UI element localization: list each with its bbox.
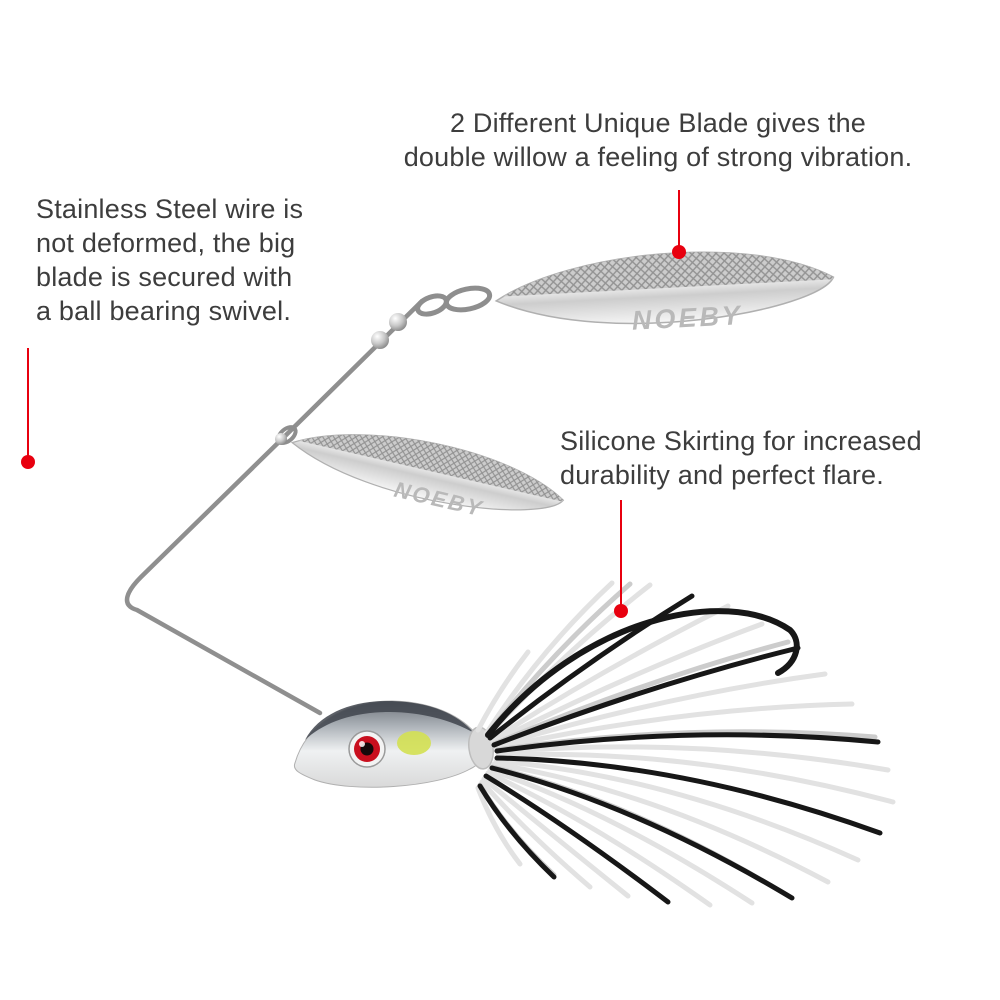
jig-head	[293, 700, 484, 788]
blade-annotation: 2 Different Unique Blade gives the doubl…	[368, 106, 948, 174]
stainless-wire	[124, 298, 425, 716]
skirt-annotation: Silicone Skirting for increased durabili…	[560, 424, 970, 492]
wire-annotation-line-1: Stainless Steel wire is	[36, 194, 304, 224]
skirt-black-strands	[477, 593, 883, 905]
wire-bead-small	[275, 433, 287, 445]
wire-annotation: Stainless Steel wire is not deformed, th…	[36, 192, 356, 328]
wire-pointer-dot	[21, 455, 35, 469]
upper-blade: NOEBY	[493, 244, 837, 336]
upper-blade-brand-text: NOEBY	[631, 300, 743, 336]
ball-bearing-swivel-ring-2	[415, 293, 449, 317]
blade-pointer-dot	[672, 245, 686, 259]
wire-annotation-line-3: blade is secured with	[36, 262, 293, 292]
head-chartreuse-spot	[397, 731, 431, 755]
skirt-annotation-line-2: durability and perfect flare.	[560, 460, 884, 490]
wire-bead-2	[371, 331, 389, 349]
skirt-white-strands	[475, 580, 896, 908]
blade-pointer-line	[678, 190, 680, 248]
blade-annotation-line-2: double willow a feeling of strong vibrat…	[403, 142, 913, 172]
wire-bead-1	[389, 313, 407, 331]
ball-bearing-swivel-ring-1	[443, 285, 493, 313]
skirt-pointer-line	[620, 500, 622, 606]
skirt-annotation-line-1: Silicone Skirting for increased	[560, 426, 922, 456]
wire-pointer-line	[27, 348, 29, 456]
blade-annotation-line-1: 2 Different Unique Blade gives the	[449, 108, 867, 138]
lower-blade: NOEBY	[285, 411, 570, 530]
eye-highlight	[359, 741, 365, 747]
head-dark-back	[305, 700, 474, 740]
wire-annotation-line-2: not deformed, the big	[36, 228, 296, 258]
wire-annotation-line-4: a ball bearing swivel.	[36, 296, 292, 326]
skirt-pointer-dot	[614, 604, 628, 618]
